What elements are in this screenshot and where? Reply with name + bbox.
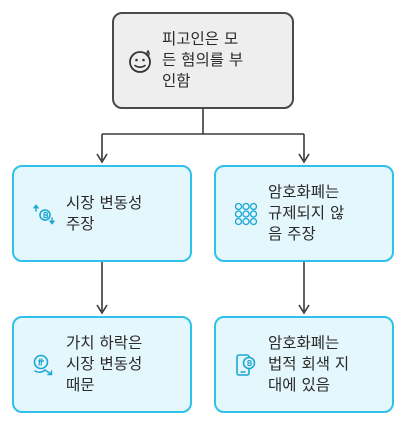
node-d-label: 암호화폐는 법적 회색 지 대에 있음 [268,334,350,394]
node-root-label: 피고인은 모 든 혐의를 부 인함 [162,30,244,90]
coin-grid-icon [234,202,258,225]
node-value-drop-volatility: 가치 하락은 시장 변동성 때문 [12,316,192,413]
node-market-volatility-claim: 시장 변동성 주장 [12,165,192,262]
coin-down-trend-icon [33,354,53,375]
arrowhead-d [298,304,310,315]
coin-arrows-icon [33,203,55,225]
phone-bitcoin-icon [236,353,256,376]
node-unregulated-claim: 암호화폐는 규제되지 않 음 주장 [214,165,394,262]
arrowhead-b [298,153,310,164]
node-legal-gray-zone: 암호화폐는 법적 회색 지 대에 있음 [214,316,394,413]
connector-root-split [102,109,304,135]
node-c-label: 가치 하락은 시장 변동성 때문 [66,334,143,394]
node-b-label: 암호화폐는 규제되지 않 음 주장 [268,183,345,243]
node-a-label: 시장 변동성 주장 [66,193,143,233]
arrowhead-a [96,153,108,164]
node-root-denial: 피고인은 모 든 혐의를 부 인함 [112,12,294,109]
sweating-face-icon [129,49,151,73]
arrowhead-c [96,304,108,315]
